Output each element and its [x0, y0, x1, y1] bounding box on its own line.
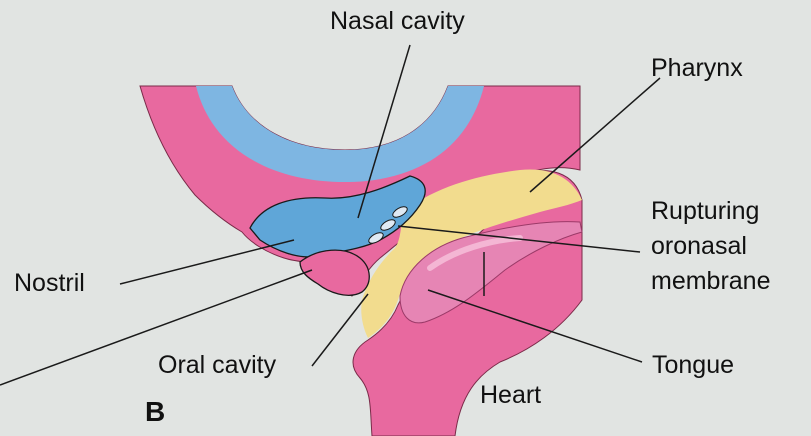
pharynx-label: Pharynx	[651, 53, 743, 83]
rupturing-label-line-2: oronasal	[651, 231, 747, 261]
oral-cavity-label: Oral cavity	[158, 350, 276, 380]
nostril-label: Nostril	[14, 268, 85, 298]
tongue-label: Tongue	[652, 350, 734, 380]
rupturing-label-line-1: Rupturing	[651, 196, 759, 226]
panel-label: B	[145, 396, 165, 428]
nasal-cavity-label: Nasal cavity	[330, 6, 465, 36]
rupturing-label-line-3: membrane	[651, 266, 771, 296]
heart-label: Heart	[480, 380, 541, 410]
